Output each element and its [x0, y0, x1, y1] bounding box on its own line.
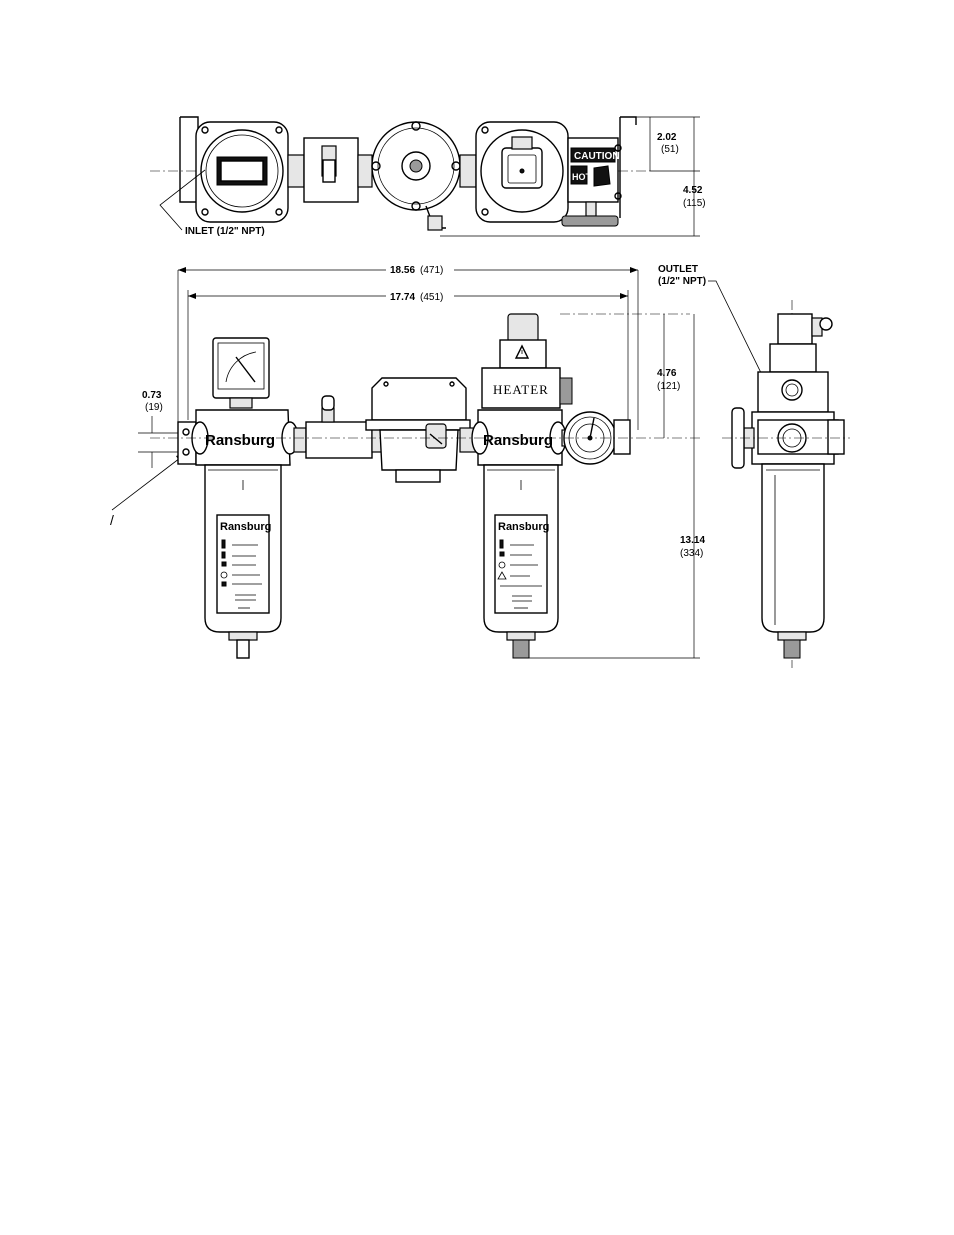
heater-side-knob: [560, 378, 572, 404]
dim-4-52: 4.52: [683, 185, 703, 196]
dim-2-02-mm: (51): [661, 144, 679, 155]
side-heater-body: [758, 372, 828, 412]
stray-mark: /: [110, 512, 114, 528]
heater-drain-knob: [562, 216, 618, 226]
heater-label: HEATER: [493, 382, 549, 397]
brand-right: Ransburg: [483, 432, 553, 449]
side-view: [722, 300, 850, 668]
brand-left: Ransburg: [205, 432, 275, 449]
inlet-label: INLET (1/2" NPT): [185, 226, 265, 237]
left-drain: [237, 640, 249, 658]
right-drain: [513, 640, 529, 658]
hot-label: HOT: [572, 172, 592, 182]
hot-warning-icon: [594, 166, 610, 186]
dim-4-76: 4.76: [657, 368, 677, 379]
dim-4-52-mm: (115): [683, 198, 706, 209]
outlet-label: OUTLET: [658, 264, 698, 275]
dim-18-56: 18.56: [390, 265, 415, 276]
outlet-label-npt: (1/2" NPT): [658, 276, 706, 287]
inlet-arrow-leader: [112, 455, 184, 510]
dim-18-56-mm: (471): [420, 265, 443, 276]
dim-17-74-mm: (451): [420, 292, 443, 303]
regulator-adjuster: [426, 424, 446, 448]
heater-connector: [508, 314, 538, 342]
side-filter-bowl: [762, 464, 824, 632]
dim-17-74: 17.74: [390, 292, 415, 303]
front-view: 18.56 (471) 17.74 (451) 0.73 (19) /: [110, 262, 790, 658]
right-mount-bracket: [614, 420, 630, 454]
dim-0-73-mm: (19): [145, 402, 163, 413]
top-view: CAUTION HOT INLET (1/2" NPT) 2.02 (51) 4…: [150, 117, 706, 237]
label-brand-right: Ransburg: [498, 521, 549, 533]
dim-4-76-mm: (121): [657, 381, 680, 392]
dim-13-14-mm: (334): [680, 548, 703, 559]
caution-label: CAUTION: [574, 151, 620, 162]
ball-valve-front: [306, 422, 372, 458]
label-brand-left: Ransburg: [220, 521, 271, 533]
right-bracket: [620, 117, 636, 218]
ball-valve-handle: [322, 396, 334, 410]
dim-2-02: 2.02: [657, 132, 677, 143]
side-drain: [784, 640, 800, 658]
dim-0-73: 0.73: [142, 390, 162, 401]
dim-13-14: 13.14: [680, 535, 705, 546]
regulator-cap: [372, 378, 466, 420]
side-connector: [778, 314, 812, 344]
